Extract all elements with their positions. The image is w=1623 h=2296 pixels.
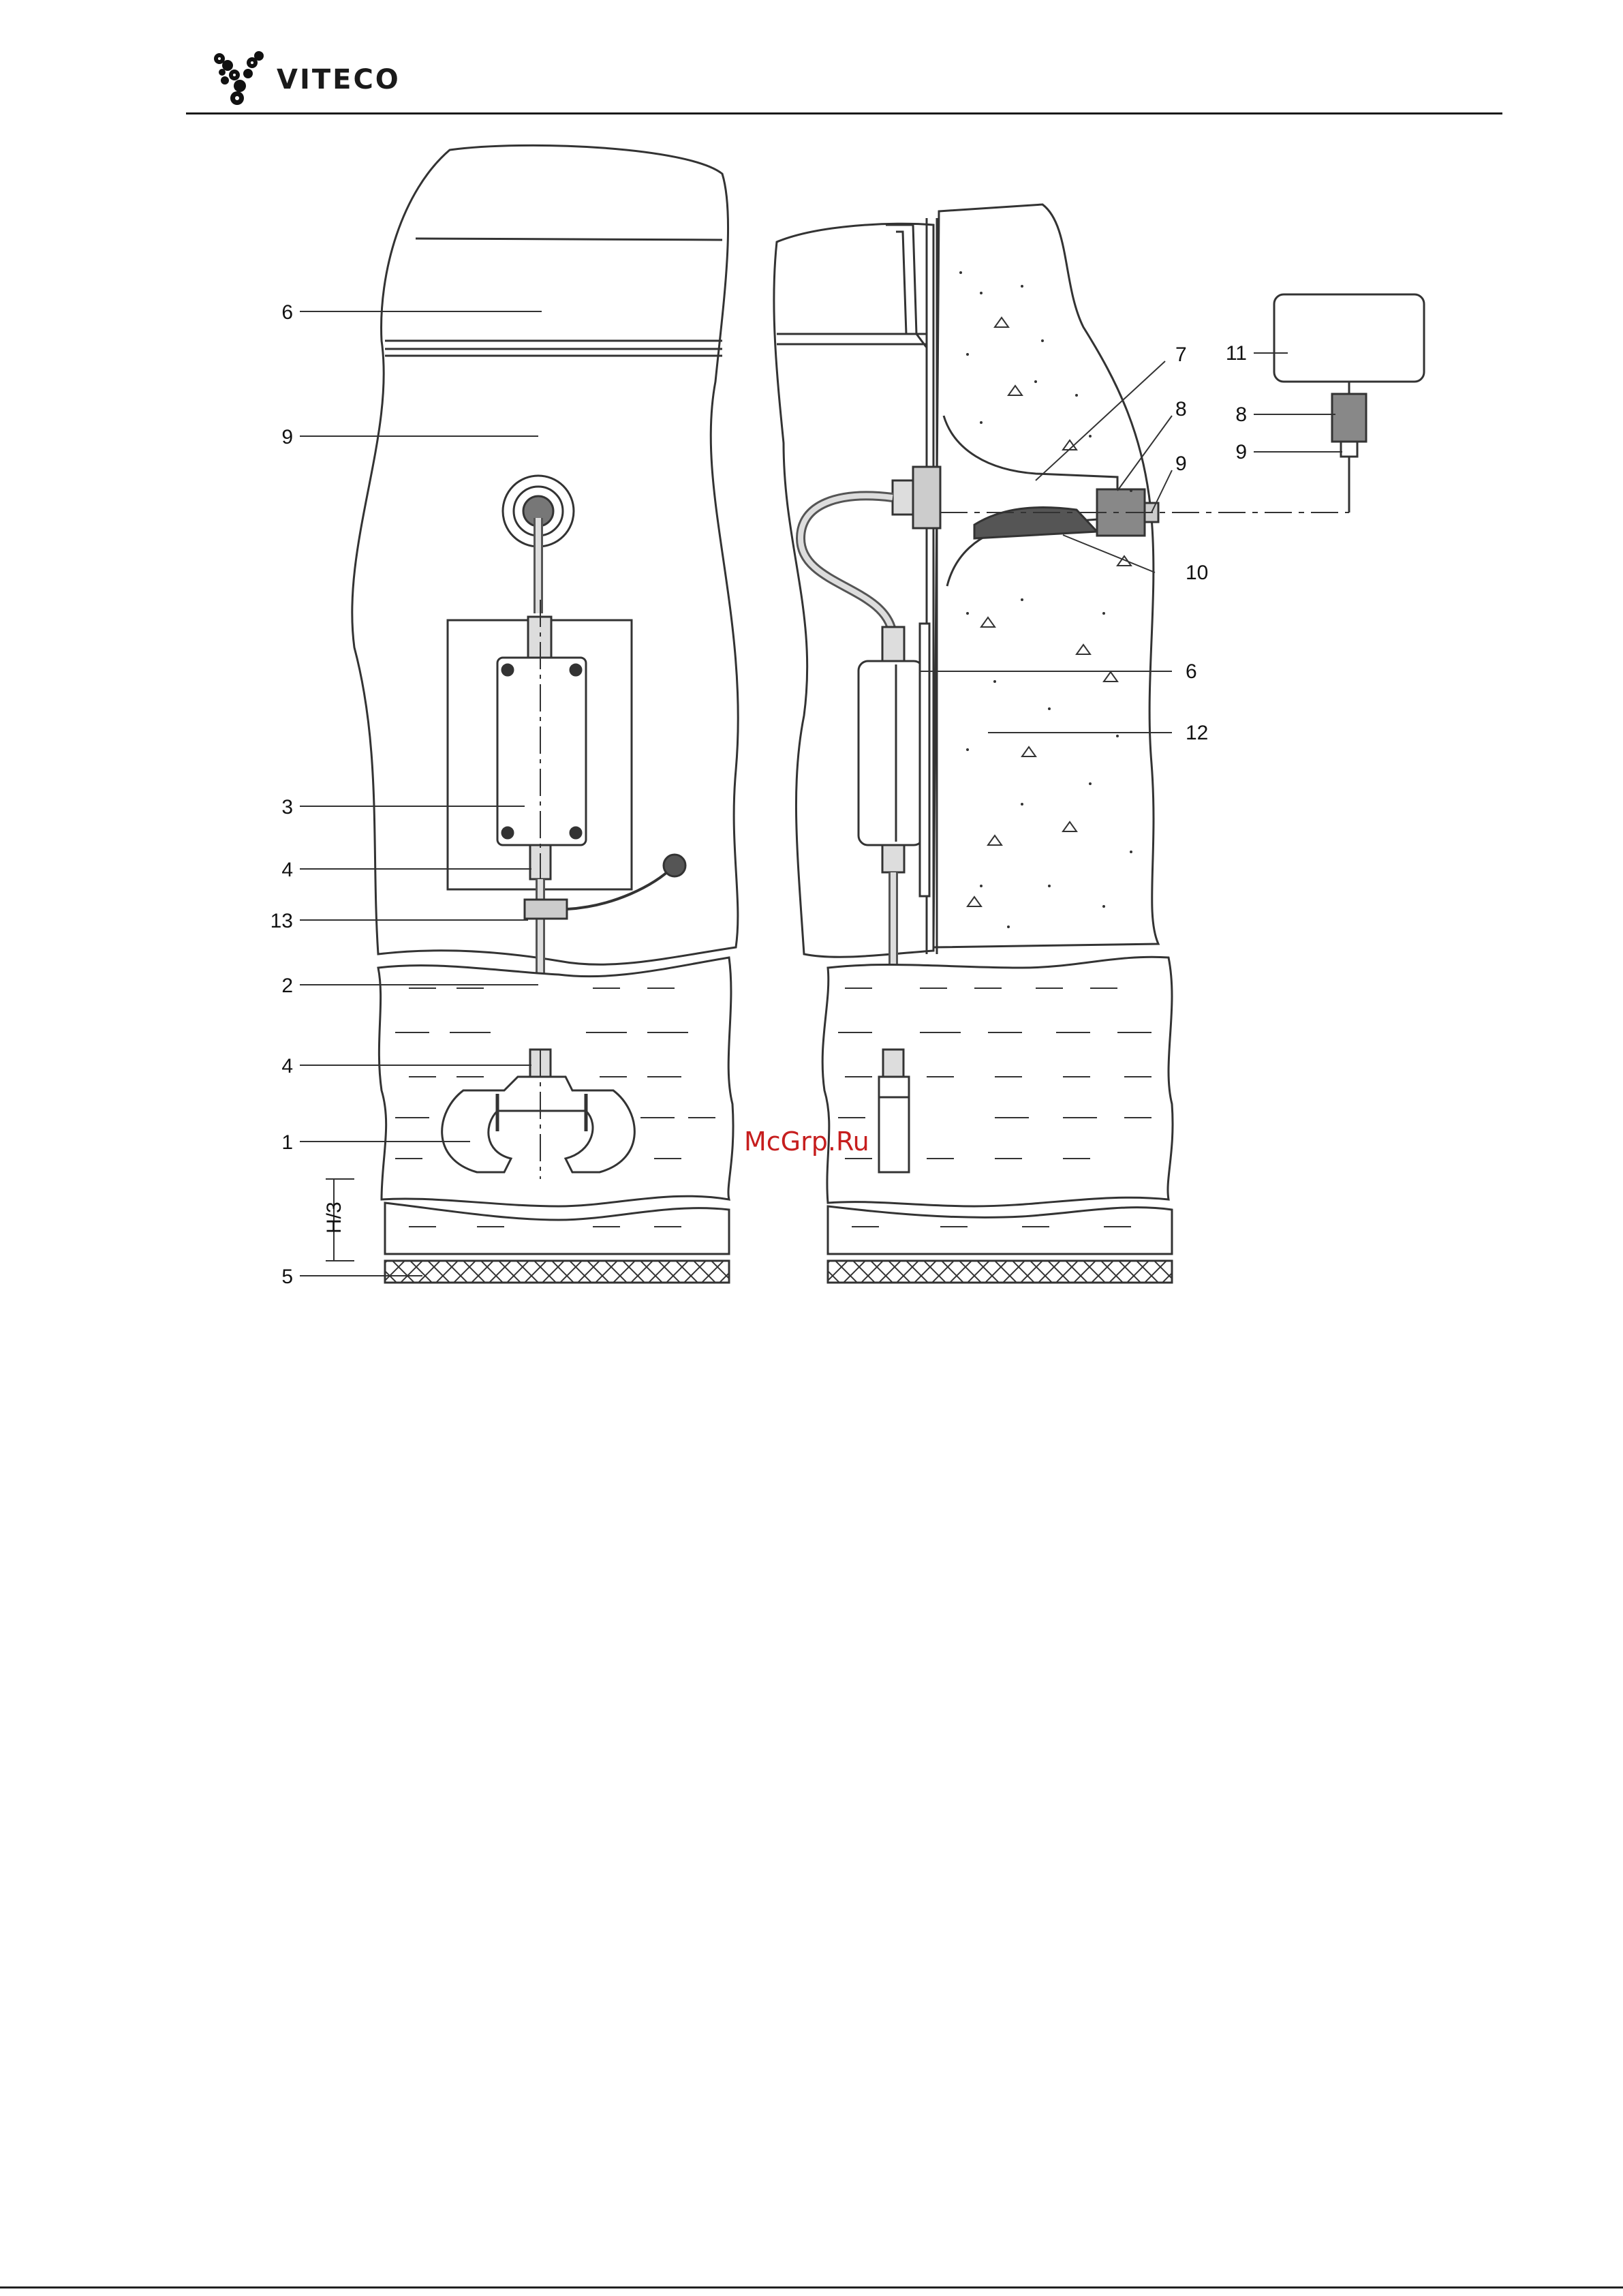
level-probe (879, 1077, 909, 1172)
left-labels: 6 9 3 4 13 2 4 1 5 (270, 301, 293, 1288)
right-callout-10: 10 (1186, 562, 1208, 584)
right-callout-8: 8 (1175, 398, 1187, 420)
tank-bottom-hatch (385, 1261, 729, 1283)
left-callout-1: 1 (281, 1131, 293, 1154)
left-callout-4: 4 (281, 859, 293, 881)
left-callout-9: 9 (281, 426, 293, 448)
watermark: McGrp.Ru (744, 1127, 869, 1157)
right-labels: 7 8 9 10 6 12 (1175, 343, 1208, 744)
dimension-label: H/3 (323, 1201, 345, 1234)
left-callout-6: 6 (281, 301, 293, 324)
left-callout-13: 13 (270, 910, 293, 932)
detail-cable-gland (1332, 394, 1366, 442)
transmitter-housing-side (859, 661, 923, 845)
detail-callout-11: 11 (1226, 342, 1247, 365)
left-view (326, 145, 738, 1283)
left-callout-5: 5 (281, 1266, 293, 1288)
footer-divider (0, 2286, 1623, 2289)
right-callout-7: 7 (1175, 343, 1187, 366)
tank-bottom-hatch-right (828, 1261, 1172, 1283)
left-callout-3: 3 (281, 796, 293, 818)
detail-view (1274, 294, 1424, 470)
right-callout-6: 6 (1186, 660, 1197, 683)
detail-callout-9: 9 (1235, 441, 1247, 463)
detail-callout-8: 8 (1235, 403, 1247, 426)
right-callout-9: 9 (1175, 453, 1187, 475)
right-callout-12: 12 (1186, 722, 1208, 744)
junction-box (1274, 294, 1424, 382)
left-callout-2: 2 (281, 975, 293, 997)
detail-labels: 11 8 9 (1226, 342, 1247, 463)
right-view (774, 204, 1349, 1283)
left-callout-4: 4 (281, 1055, 293, 1077)
concrete-wall (933, 204, 1158, 947)
cable-clamp (525, 900, 567, 919)
transmitter-housing (497, 658, 586, 845)
